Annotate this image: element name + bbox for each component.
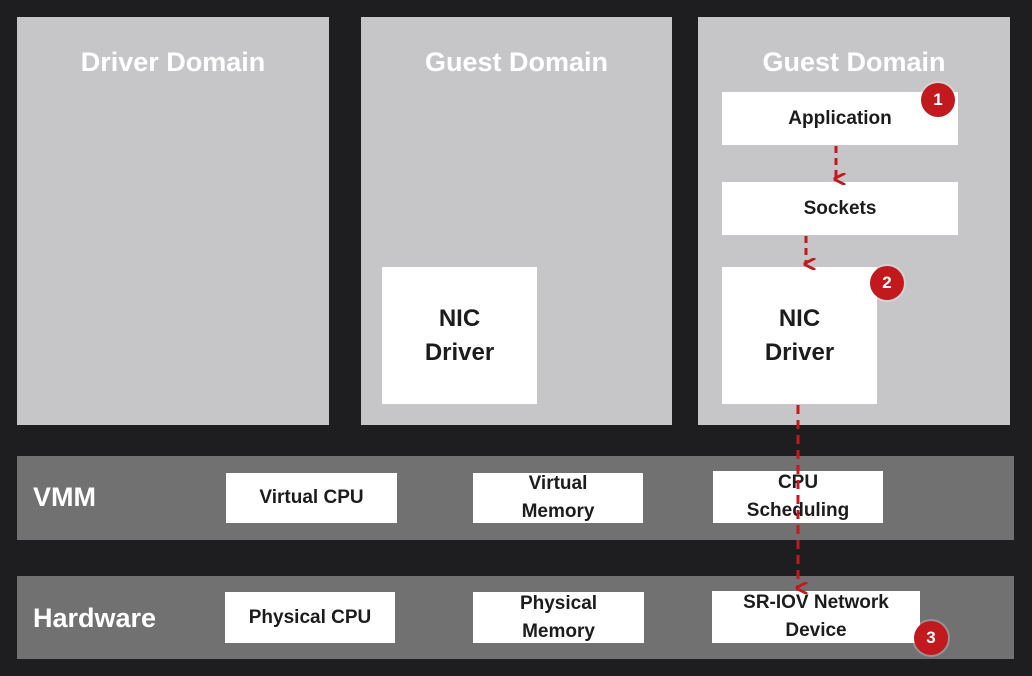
physical-cpu-box: Physical CPU [225,592,395,643]
guest-domain-title-2: Guest Domain [762,47,946,77]
guest-domain-panel-1: Guest Domain NIC Driver [361,17,672,425]
physical-cpu-label: Physical CPU [248,606,372,628]
virtual-memory-box: Virtual Memory [473,473,643,523]
step-badge-2: 2 [870,266,904,300]
sockets-box: Sockets [722,182,958,235]
step-badge-3: 3 [914,621,948,655]
application-box: Application [722,92,958,145]
sriov-network-device-box: SR-IOV Network Device [712,591,920,643]
cpu-scheduling-label: CPU Scheduling [746,472,850,521]
guest-domain-panel-2: Guest Domain Application Sockets NIC Dri… [698,17,1010,425]
nic-driver-box-guest1: NIC Driver [382,267,537,404]
driver-domain-panel: Driver Domain [17,17,329,425]
sriov-network-device-label: SR-IOV Network Device [743,592,889,641]
physical-memory-label: Physical Memory [519,592,598,642]
virtual-cpu-label: Virtual CPU [259,487,364,508]
cpu-scheduling-box: CPU Scheduling [713,471,883,523]
step-badge-1: 1 [921,83,955,117]
physical-memory-box: Physical Memory [473,592,644,643]
nic-driver-label-guest2: NIC Driver [764,304,835,366]
sockets-label: Sockets [803,197,877,219]
driver-domain-title: Driver Domain [80,47,266,77]
virtual-cpu-box: Virtual CPU [226,473,397,523]
vmm-bar: VMM Virtual CPU Virtual Memory CPU Sched… [17,456,1014,540]
hardware-label: Hardware [33,603,157,633]
hardware-bar: Hardware Physical CPU Physical Memory SR… [17,576,1014,659]
guest-domain-title-1: Guest Domain [424,47,609,77]
vmm-label: VMM [33,482,96,512]
virtual-memory-label: Virtual Memory [521,473,595,522]
nic-driver-label-guest1: NIC Driver [424,304,495,366]
application-label: Application [788,107,892,129]
nic-driver-box-guest2: NIC Driver [722,267,877,404]
